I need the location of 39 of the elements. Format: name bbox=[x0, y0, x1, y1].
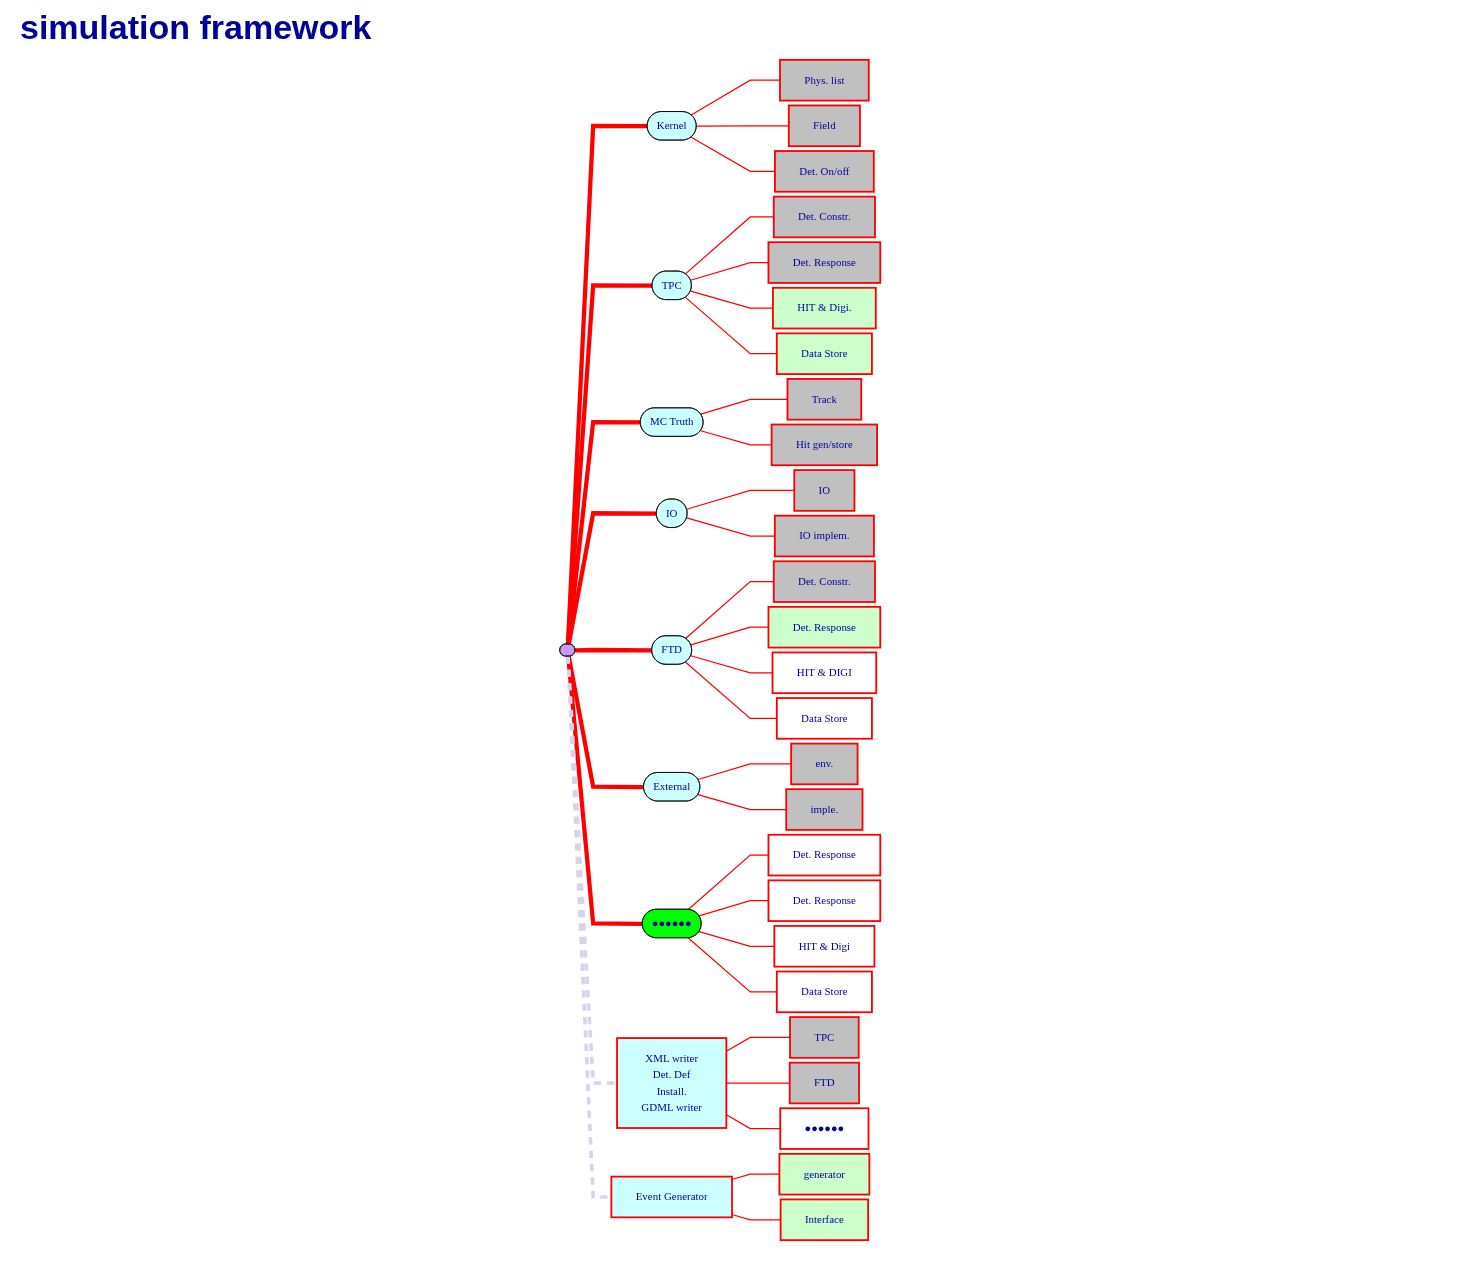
node-box: Det. Response bbox=[767, 833, 882, 877]
node-box: Phys. list bbox=[779, 58, 870, 102]
connector bbox=[731, 1173, 780, 1181]
node-box: Det. Constr. bbox=[772, 195, 876, 239]
node-box: Data Store bbox=[775, 332, 873, 375]
node-box: HIT & DIGI bbox=[771, 651, 878, 695]
connector bbox=[565, 123, 648, 645]
connector bbox=[575, 647, 652, 653]
connector bbox=[565, 283, 653, 645]
node-box: Hit gen/store bbox=[770, 423, 878, 467]
connector bbox=[566, 656, 643, 926]
node-box: XML writer Det. Def Install. GDML writer bbox=[616, 1037, 728, 1129]
node-box: Det. Response bbox=[767, 879, 882, 922]
connector bbox=[566, 419, 641, 645]
node-box: Det. On/off bbox=[774, 150, 875, 193]
node-box: IO implem. bbox=[773, 514, 875, 558]
diagram-title: simulation framework bbox=[20, 8, 373, 47]
connector bbox=[686, 489, 795, 510]
node-box: TPC bbox=[789, 1016, 860, 1059]
node-box: FTD bbox=[788, 1061, 860, 1105]
node-box: HIT & Digi. bbox=[772, 286, 877, 330]
node-box: Det. Response bbox=[767, 605, 882, 649]
node-box: env. bbox=[790, 742, 859, 786]
node-box: Interface bbox=[779, 1198, 869, 1242]
node-box: Det. Response bbox=[767, 241, 882, 284]
node-box: IO bbox=[793, 469, 856, 512]
node-box: Det. Constr. bbox=[772, 560, 876, 603]
node-box: Data Store bbox=[775, 970, 873, 1014]
node-box: generator bbox=[778, 1152, 871, 1196]
node-box: ●●●●●● bbox=[779, 1107, 870, 1150]
node-box: Field bbox=[787, 104, 861, 148]
node-box: Track bbox=[786, 378, 863, 421]
node-box: imple. bbox=[785, 788, 864, 831]
node-box: HIT & Digi bbox=[773, 925, 876, 968]
node-box: Data Store bbox=[775, 697, 873, 740]
connector bbox=[698, 931, 775, 947]
connector bbox=[697, 763, 792, 781]
connector bbox=[697, 794, 787, 811]
node-box: Event Generator bbox=[610, 1175, 733, 1219]
